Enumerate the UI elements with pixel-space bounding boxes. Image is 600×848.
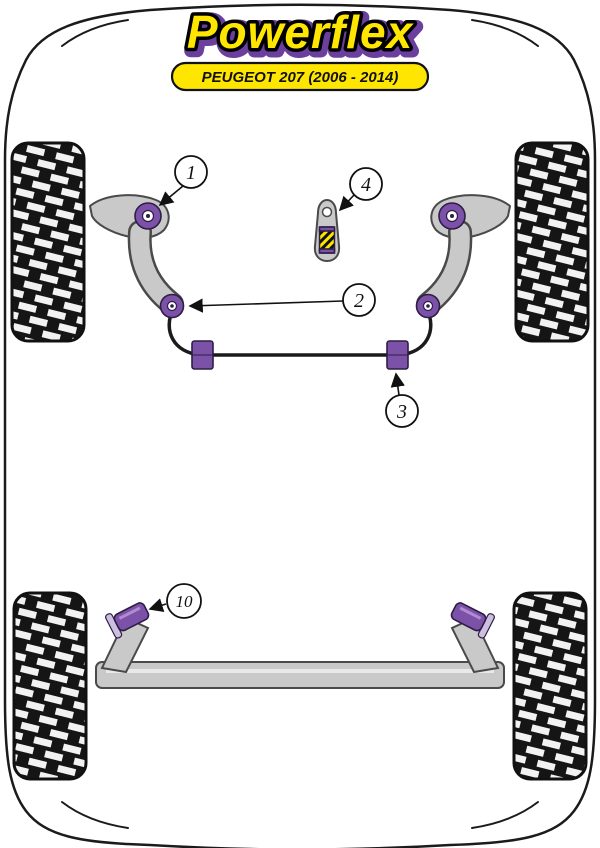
body-trim-top-left xyxy=(61,19,129,47)
engine-mount-insert-top-cap xyxy=(318,226,336,232)
callouts: 1 2 3 4 10 xyxy=(148,155,419,619)
callout-1-marker xyxy=(174,155,208,189)
callout-4-marker xyxy=(349,167,383,201)
front-left-control-arm xyxy=(88,194,185,319)
front-left-tire xyxy=(10,141,86,343)
front-right-arm-rear-bushing-center xyxy=(426,304,430,308)
front-right-tire xyxy=(514,141,590,343)
body-trim-top-right xyxy=(471,19,539,47)
front-right-control-arm xyxy=(415,194,512,319)
front-anti-roll-bar xyxy=(167,305,433,357)
brand-header: Powerflex Powerflex Powerflex PEUGEOT 20… xyxy=(170,3,430,92)
callout-2-arrow xyxy=(188,298,344,313)
rear-right-beam-bushing xyxy=(450,602,495,639)
tires xyxy=(10,141,590,781)
rear-left-tire xyxy=(12,591,88,781)
rear-right-tire xyxy=(512,591,588,781)
callout-1: 1 xyxy=(158,155,208,207)
car-body-outline xyxy=(3,3,597,848)
callout-10-arrow xyxy=(148,598,167,613)
rear-left-bushing-body xyxy=(113,602,150,632)
front-left-arm-rear-bushing-center xyxy=(170,304,174,308)
engine-mount-insert-bottom-cap xyxy=(318,248,336,254)
rear-beam-axle xyxy=(95,661,505,689)
powerflex-logo-outline: Powerflex xyxy=(187,6,415,58)
callout-2-marker xyxy=(342,283,376,317)
callout-3-marker xyxy=(385,394,419,428)
engine-mount-bracket xyxy=(313,198,341,263)
callout-10: 10 xyxy=(148,583,202,619)
car-body xyxy=(3,3,597,848)
callout-4: 4 xyxy=(338,167,383,212)
callout-3: 3 xyxy=(385,372,419,428)
callout-10-marker xyxy=(166,583,202,619)
front-suspension xyxy=(88,194,512,370)
body-trim-bottom-right xyxy=(471,801,539,829)
rear-left-beam-bushing xyxy=(105,602,150,639)
callout-2: 2 xyxy=(188,283,376,317)
powerflex-logo-shadow: Powerflex xyxy=(190,9,418,61)
callout-10-number: 10 xyxy=(176,592,194,611)
engine-mount-hole xyxy=(321,206,333,218)
rear-right-bushing-body xyxy=(450,602,487,632)
model-label: PEUGEOT 207 (2006 - 2014) xyxy=(202,69,399,86)
front-right-arm-front-bushing-center xyxy=(450,214,454,218)
powerflex-logo: Powerflex xyxy=(187,6,415,58)
rear-right-bushing-highlight xyxy=(459,606,482,620)
callout-4-arrow xyxy=(338,194,355,212)
callout-3-arrow xyxy=(390,372,405,396)
rear-left-bushing-highlight xyxy=(118,606,141,620)
callout-4-number: 4 xyxy=(361,174,371,196)
body-trim-bottom-left xyxy=(61,801,129,829)
front-left-arm-front-bushing-center xyxy=(146,214,150,218)
callout-3-number: 3 xyxy=(396,401,407,423)
callout-2-number: 2 xyxy=(354,290,364,312)
anti-roll-bar-bushes xyxy=(191,340,409,370)
callout-1-number: 1 xyxy=(186,162,196,184)
rear-suspension xyxy=(95,602,505,689)
callout-1-arrow xyxy=(158,185,184,207)
model-label-pill xyxy=(170,61,430,92)
